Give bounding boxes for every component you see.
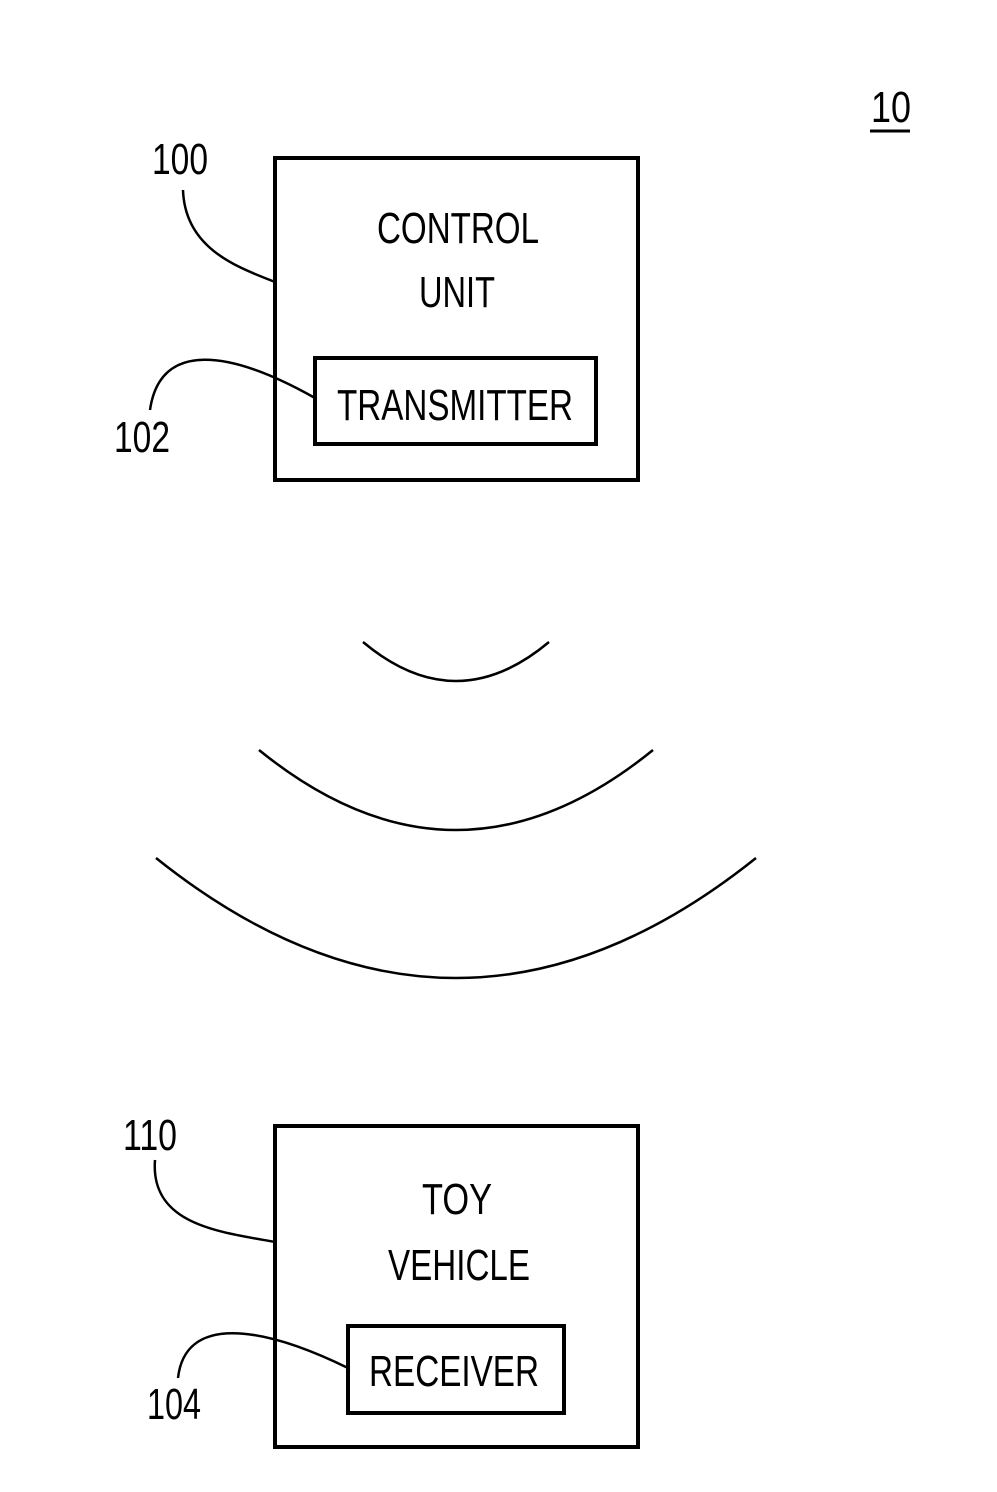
toy-vehicle-label-line1: TOY [422, 1175, 492, 1224]
signal-wave-small [363, 642, 549, 681]
signal-wave-large [156, 858, 756, 978]
transmitter-leader-line [150, 360, 315, 410]
receiver-leader-line [178, 1333, 348, 1378]
toy-vehicle-ref-number: 110 [123, 1111, 177, 1160]
receiver-ref-number: 104 [147, 1380, 201, 1429]
figure-number: 10 [870, 83, 911, 132]
figure-number-label: 10 [871, 83, 911, 132]
wireless-signal-icon [156, 642, 756, 978]
toy-vehicle-block: TOY VEHICLE RECEIVER [275, 1126, 638, 1447]
control-unit-leader-line [183, 190, 275, 282]
toy-vehicle-leader-line [155, 1160, 275, 1242]
control-unit-label-line2: UNIT [419, 268, 495, 317]
control-unit-block: CONTROL UNIT TRANSMITTER [275, 158, 638, 480]
control-unit-ref-number: 100 [152, 135, 208, 184]
receiver-label: RECEIVER [369, 1347, 539, 1396]
toy-vehicle-label-line2: VEHICLE [388, 1241, 530, 1290]
signal-wave-medium [259, 750, 653, 830]
transmitter-ref-number: 102 [114, 413, 170, 462]
transmitter-label: TRANSMITTER [337, 381, 573, 430]
control-unit-label-line1: CONTROL [377, 204, 539, 253]
